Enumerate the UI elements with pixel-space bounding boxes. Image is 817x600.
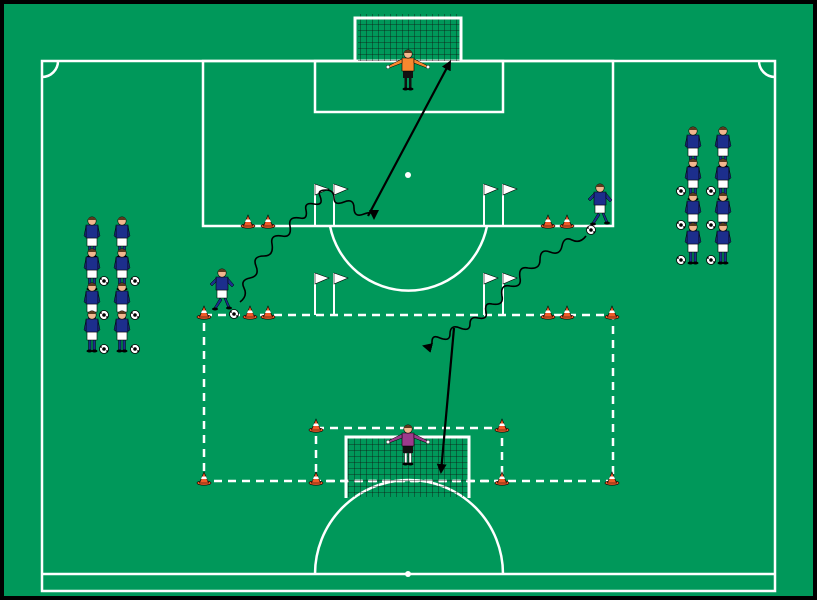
soccer-ball-icon bbox=[706, 220, 716, 230]
dribble-path-right bbox=[422, 235, 587, 353]
soccer-ball-icon bbox=[586, 225, 596, 235]
shot-arrow-top-goal bbox=[367, 60, 451, 217]
soccer-ball-icon bbox=[99, 344, 109, 354]
pitch-grass bbox=[4, 4, 813, 596]
dribble-path-left bbox=[239, 189, 379, 303]
soccer-ball-icon bbox=[706, 255, 716, 265]
penalty-arc bbox=[328, 225, 489, 292]
zone-goal-box bbox=[314, 426, 504, 483]
soccer-ball-icon bbox=[99, 310, 109, 320]
soccer-ball-icon bbox=[229, 309, 239, 319]
center-spot bbox=[405, 571, 411, 577]
corner-arc-right bbox=[757, 60, 776, 79]
soccer-ball-icon bbox=[676, 186, 686, 196]
penalty-spot bbox=[405, 172, 411, 178]
soccer-ball-icon bbox=[99, 276, 109, 286]
training-zone bbox=[202, 313, 615, 483]
soccer-ball-icon bbox=[676, 220, 686, 230]
soccer-ball-icon bbox=[676, 255, 686, 265]
soccer-ball-icon bbox=[706, 186, 716, 196]
corner-arc-left bbox=[41, 60, 60, 79]
zone-outer-boundary bbox=[202, 313, 615, 483]
soccer-ball-icon bbox=[130, 344, 140, 354]
shot-arrow-bottom-goal bbox=[436, 327, 456, 474]
soccer-ball-icon bbox=[130, 276, 140, 286]
soccer-ball-icon bbox=[130, 310, 140, 320]
